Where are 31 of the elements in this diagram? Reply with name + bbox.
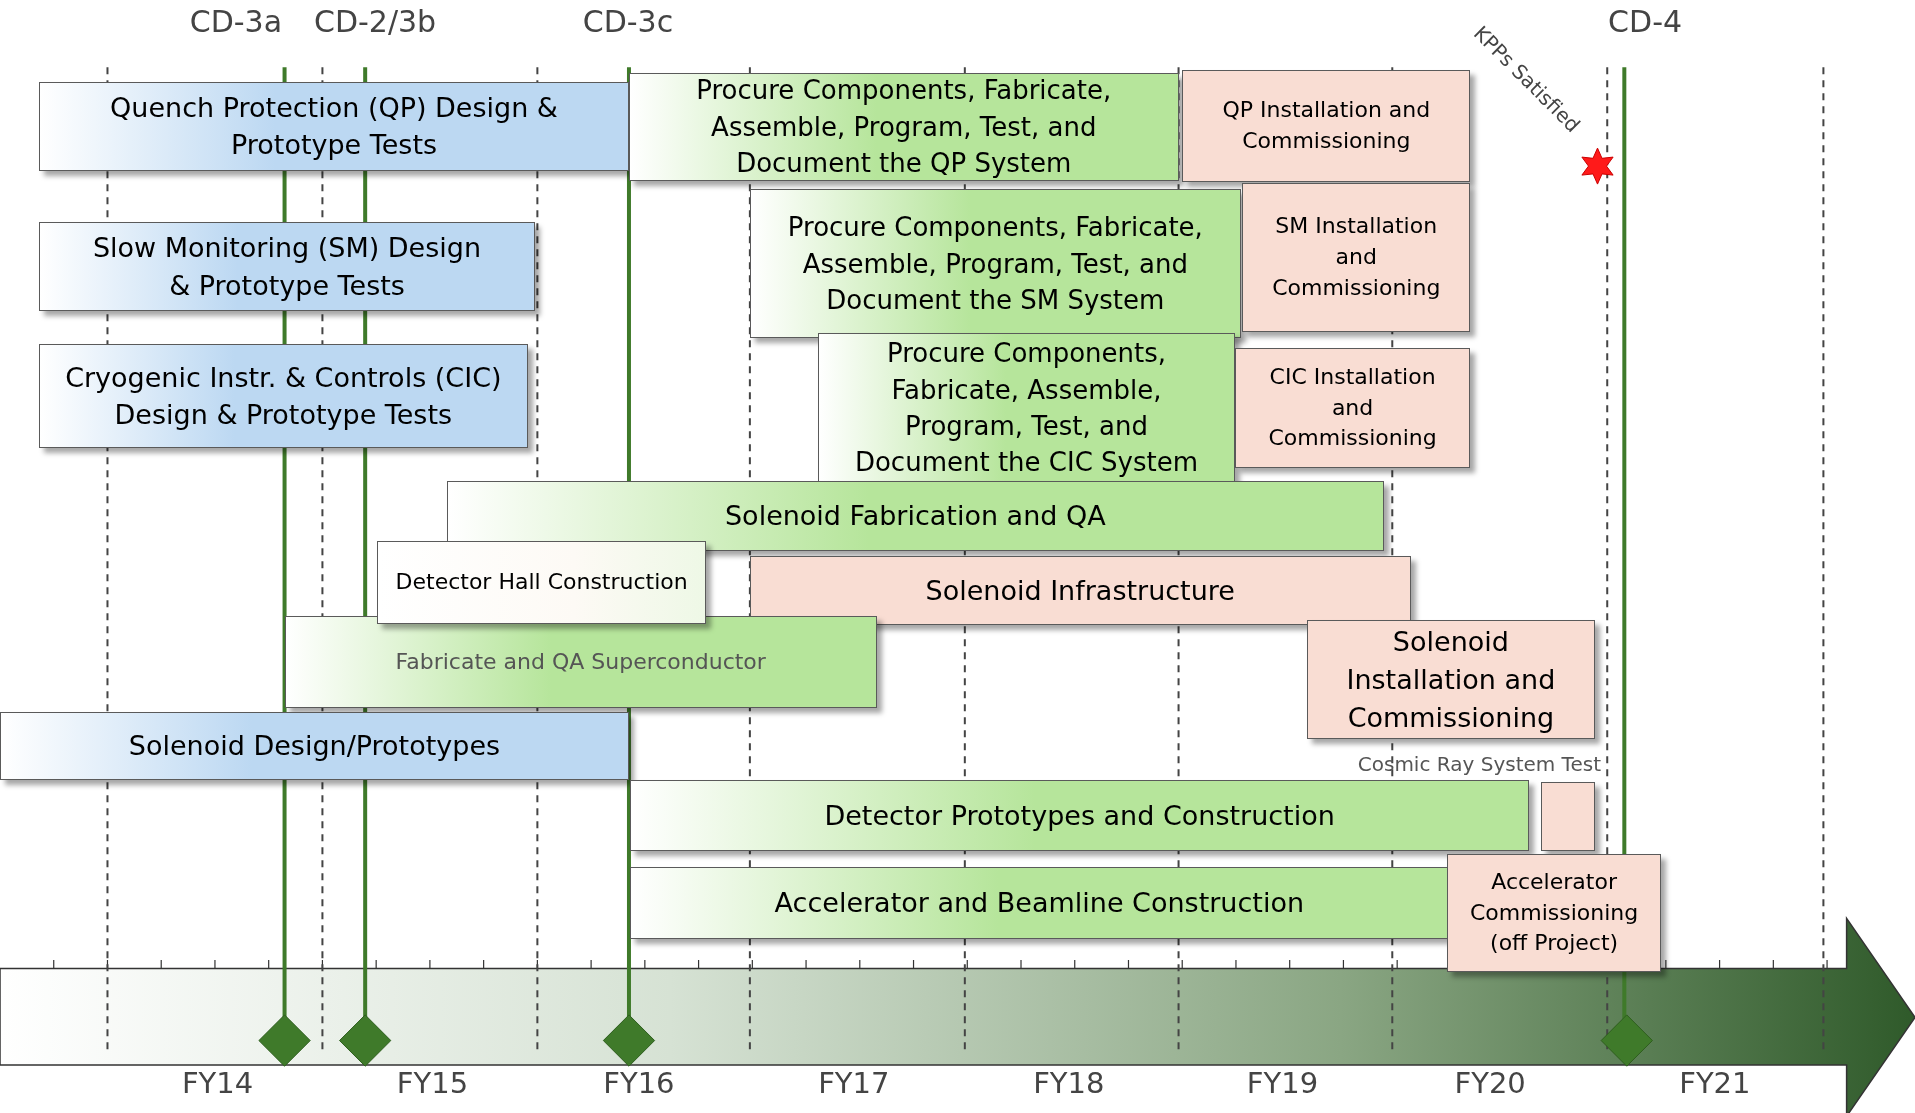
task-label: Cosmic Ray System Test xyxy=(1357,751,1601,776)
milestone-label: CD-3a xyxy=(189,4,283,40)
task-bar: Detector Prototypes and Construction xyxy=(630,780,1530,852)
year-label: FY17 xyxy=(818,1066,890,1101)
task-bar: Quench Protection (QP) Design & Prototype Tests xyxy=(39,81,629,171)
task-bar: Cryogenic Instr. & Controls (CIC) Design & Prototype Tests xyxy=(39,344,528,449)
task-bar: Solenoid Fabrication and QA xyxy=(447,481,1384,551)
task-bar: Accelerator and Beamline Construction xyxy=(630,867,1449,940)
task-bar: Slow Monitoring (SM) Design & Prototype Tests xyxy=(39,222,535,312)
year-label: FY15 xyxy=(396,1066,469,1101)
task-bar: Accelerator Commissioning (off Project) xyxy=(1447,853,1661,973)
task-bar: QP Installation and Commissioning xyxy=(1182,69,1471,182)
task-bar: CIC Installation and Commissioning xyxy=(1234,348,1471,468)
task-bar: Procure Components, Fabricate, Assemble, Program, Test, and Document the CIC System xyxy=(818,333,1235,483)
year-label: FY21 xyxy=(1679,1066,1751,1101)
task-bar: Solenoid Infrastructure xyxy=(749,555,1411,626)
milestone-label: CD-2/3b xyxy=(313,4,437,40)
task-bar: Detector Hall Construction xyxy=(377,541,706,625)
milestone-label: CD-4 xyxy=(1608,4,1683,40)
task-bar: Solenoid Design/Prototypes xyxy=(0,712,629,781)
year-label: FY20 xyxy=(1454,1066,1526,1101)
task-bar: SM Installation and Commissioning xyxy=(1242,183,1471,333)
task-bar: Procure Components, Fabricate, Assemble, Program, Test, and Document the SM System xyxy=(749,189,1241,339)
milestone-label: CD-3c xyxy=(582,4,674,40)
task-bar: Procure Components, Fabricate, Assemble, Program, Test, and Document the QP System xyxy=(628,73,1179,181)
year-label: FY14 xyxy=(181,1066,254,1101)
year-label: FY16 xyxy=(603,1066,675,1101)
task-bar: Solenoid Installation and Commissioning xyxy=(1306,620,1595,739)
year-label: FY19 xyxy=(1246,1066,1319,1101)
task-bar: Fabricate and QA Superconductor xyxy=(284,615,877,709)
year-label: FY18 xyxy=(1033,1066,1105,1101)
